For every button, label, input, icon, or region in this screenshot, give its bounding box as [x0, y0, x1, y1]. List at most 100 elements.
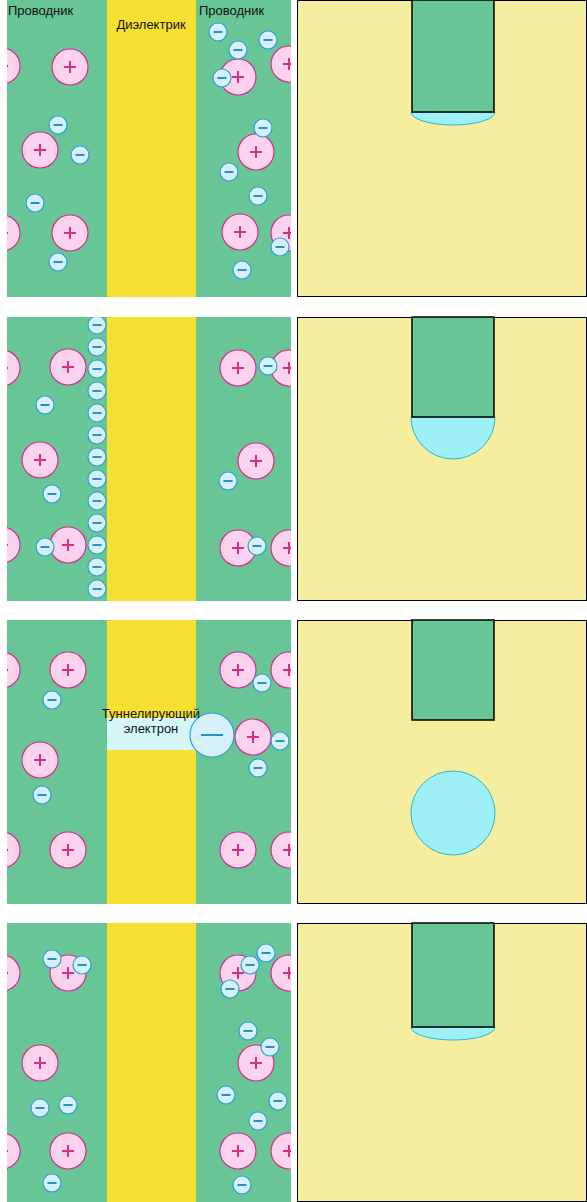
- plus-sign: [67, 539, 69, 551]
- electron: [219, 472, 237, 490]
- positive-ion: [50, 652, 86, 688]
- plus-sign: [288, 227, 290, 239]
- conductor: [7, 317, 107, 601]
- positive-ion: [7, 955, 20, 991]
- positive-ion: [50, 832, 86, 868]
- positive-ion: [222, 214, 258, 250]
- electron: [88, 360, 106, 378]
- conductor: [7, 0, 107, 297]
- minus-sign: [225, 171, 234, 173]
- electron: [43, 485, 61, 503]
- minus-sign: [93, 324, 102, 326]
- positive-ion: [271, 46, 291, 82]
- plus-sign: [237, 1145, 239, 1157]
- plus-sign: [67, 664, 69, 676]
- positive-ion: [52, 215, 88, 251]
- electron: [229, 41, 247, 59]
- plus-sign: [39, 144, 41, 156]
- plus-sign: [255, 146, 257, 158]
- plus-sign: [237, 967, 239, 979]
- plus-sign: [237, 362, 239, 374]
- probe-tip: [412, 317, 494, 417]
- minus-sign: [253, 545, 262, 547]
- plus-sign: [7, 669, 8, 671]
- region-label: Проводник: [199, 3, 264, 18]
- minus-sign: [264, 365, 273, 367]
- plus-sign: [67, 844, 69, 856]
- plus-sign: [288, 1145, 290, 1157]
- minus-sign: [93, 500, 102, 502]
- probe-tip: [412, 620, 494, 720]
- plus-sign: [69, 61, 71, 73]
- positive-ion: [220, 350, 256, 386]
- dielectric: [107, 317, 196, 601]
- electron: [239, 1022, 257, 1040]
- positive-ion: [50, 527, 86, 563]
- positive-ion: [271, 955, 291, 991]
- electron: [217, 1086, 235, 1104]
- plus-sign: [39, 454, 41, 466]
- electron: [49, 116, 67, 134]
- electron: [248, 537, 266, 555]
- minus-sign: [254, 195, 263, 197]
- electron: [43, 950, 61, 968]
- minus-sign: [93, 412, 102, 414]
- positive-ion: [22, 442, 58, 478]
- positive-ion: [220, 1133, 256, 1169]
- plus-sign: [67, 967, 69, 979]
- electron: [271, 732, 289, 750]
- plus-sign: [288, 362, 290, 374]
- minus-sign: [238, 269, 247, 271]
- minus-sign: [93, 588, 102, 590]
- probe-tip: [412, 923, 494, 1027]
- positive-ion: [7, 652, 20, 688]
- plus-sign: [237, 542, 239, 554]
- minus-sign: [266, 1046, 275, 1048]
- minus-sign: [224, 480, 233, 482]
- electron-cloud: [411, 771, 495, 855]
- minus-sign: [93, 434, 102, 436]
- positive-ion: [50, 1133, 86, 1169]
- positive-ion: [271, 530, 291, 566]
- electron: [33, 786, 51, 804]
- plus-sign: [7, 65, 8, 67]
- electron: [241, 956, 259, 974]
- electron: [88, 514, 106, 532]
- minus-sign: [41, 404, 50, 406]
- junction-panel: [7, 0, 291, 297]
- electron: [88, 338, 106, 356]
- positive-ion: [220, 652, 256, 688]
- minus-sign: [93, 346, 102, 348]
- electron: [43, 1174, 61, 1192]
- positive-ion: [7, 215, 20, 251]
- positive-ion: [52, 49, 88, 85]
- conductor: [7, 923, 107, 1202]
- electron: [233, 261, 251, 279]
- electron: [209, 23, 227, 41]
- minus-sign: [258, 682, 267, 684]
- tip-panel: [298, 620, 587, 904]
- minus-sign: [93, 368, 102, 370]
- sample: [298, 621, 587, 904]
- positive-ion: [7, 832, 20, 868]
- electron: [269, 1092, 287, 1110]
- minus-sign: [254, 767, 263, 769]
- minus-sign: [218, 77, 227, 79]
- dielectric: [107, 923, 196, 1202]
- minus-sign: [48, 699, 57, 701]
- positive-ion: [220, 832, 256, 868]
- minus-sign: [234, 49, 243, 51]
- electron: [43, 691, 61, 709]
- junction-panel: [7, 620, 291, 904]
- electron: [88, 404, 106, 422]
- plus-sign: [255, 455, 257, 467]
- minus-sign: [93, 566, 102, 568]
- electron: [49, 253, 67, 271]
- electron: [59, 1096, 77, 1114]
- minus-sign: [238, 1184, 247, 1186]
- electron: [220, 163, 238, 181]
- electron: [71, 146, 89, 164]
- electron: [88, 580, 106, 598]
- positive-ion: [7, 350, 20, 386]
- electron: [259, 31, 277, 49]
